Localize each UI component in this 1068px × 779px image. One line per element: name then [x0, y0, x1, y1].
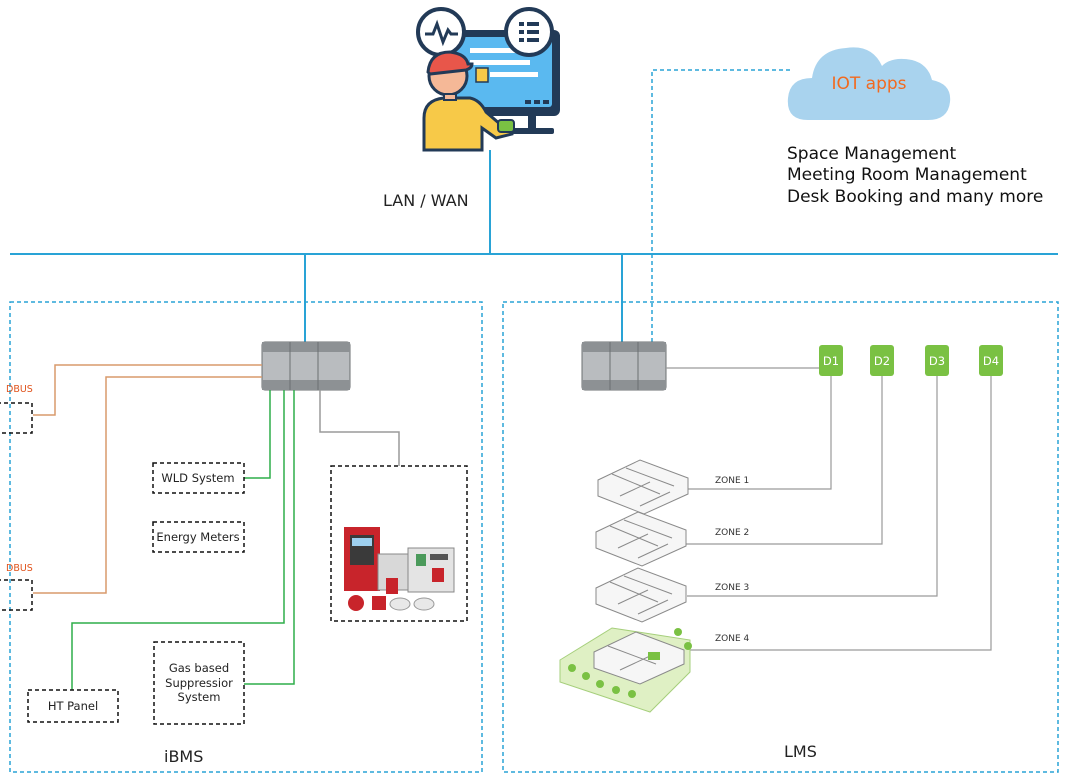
fire-alarm-equipment-image: [344, 527, 455, 611]
driver-d3[interactable]: D3: [925, 345, 949, 376]
ibms-title: iBMS: [164, 747, 203, 766]
ibms-controller[interactable]: [261, 341, 351, 391]
bus-device-box: [0, 579, 33, 611]
bus-lines: [33, 364, 262, 594]
lms-controller[interactable]: [581, 341, 667, 391]
ht-panel-label: HT Panel: [48, 699, 98, 713]
bus-label: DBUS: [6, 563, 33, 574]
ht-panel-box[interactable]: HT Panel: [27, 689, 119, 723]
energy-meters-label: Energy Meters: [156, 530, 239, 544]
floor-plan-zone-1: [597, 459, 689, 515]
gas-label-line: System: [178, 690, 221, 704]
floor-plan-zone-4: [559, 627, 692, 713]
network-lines: [10, 69, 1058, 342]
driver-label: D4: [983, 354, 999, 368]
bus-label: DBUS: [6, 384, 33, 395]
gas-suppression-box[interactable]: Gas based Suppressior System: [153, 641, 245, 725]
lms-wiring: [666, 367, 992, 651]
floor-plan-stack: [559, 459, 692, 713]
lms-title: LMS: [784, 742, 817, 761]
gas-label-line: Gas based: [169, 661, 229, 675]
driver-d4[interactable]: D4: [979, 345, 1003, 376]
iot-feature-list: Space Management Meeting Room Management…: [787, 144, 1043, 207]
fire-alarm-equipment-box[interactable]: [330, 465, 468, 622]
driver-label: D2: [874, 354, 890, 368]
cloud-shape: [787, 47, 951, 121]
iot-apps-label: IOT apps: [831, 74, 906, 94]
driver-label: D3: [929, 354, 945, 368]
wld-system-label: WLD System: [161, 471, 234, 485]
zone-label: ZONE 1: [715, 476, 749, 486]
zone-label: ZONE 3: [715, 583, 749, 593]
energy-meters-box[interactable]: Energy Meters: [152, 521, 245, 553]
zone-label: ZONE 2: [715, 528, 749, 538]
cloud-dashed-link: [651, 69, 792, 342]
fire-panel-line: [319, 390, 400, 466]
feature-item: Desk Booking and many more: [787, 187, 1043, 207]
feature-item: Space Management: [787, 144, 957, 164]
operator-workstation-icon: [416, 7, 560, 152]
lan-wan-label: LAN / WAN: [383, 191, 469, 210]
wld-system-box[interactable]: WLD System: [152, 462, 245, 494]
driver-d2[interactable]: D2: [870, 345, 894, 376]
driver-label: D1: [823, 354, 839, 368]
driver-d1[interactable]: D1: [819, 345, 843, 376]
zone-label: ZONE 4: [715, 634, 750, 644]
floor-plan-zone-3: [595, 567, 687, 623]
lms-region: [502, 301, 1059, 773]
iot-cloud[interactable]: IOT apps: [787, 47, 951, 121]
field-lines: [71, 390, 295, 690]
gas-label-line: Suppressior: [165, 676, 233, 690]
bus-device-box: [0, 402, 33, 434]
floor-plan-zone-2: [595, 511, 687, 567]
feature-item: Meeting Room Management: [787, 165, 1027, 185]
ibms-region: [9, 301, 483, 773]
